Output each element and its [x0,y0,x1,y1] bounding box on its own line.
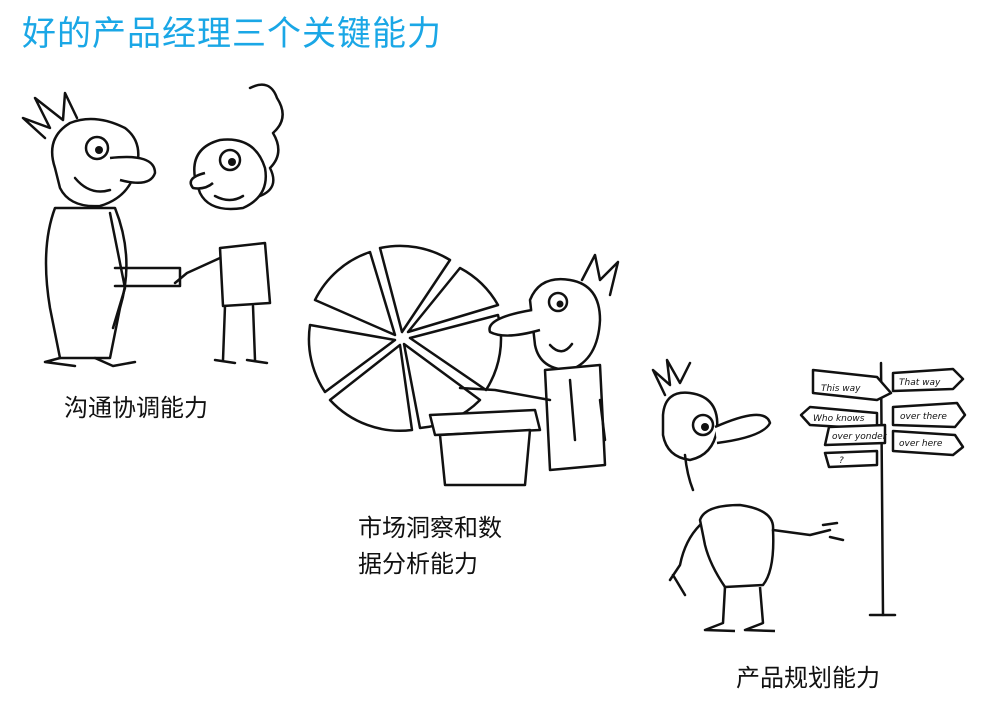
sign-over-there: over there [900,412,947,422]
sign-question-mark: ? [839,456,844,466]
ability-market-insight-line1: 市场洞察和数 [358,514,502,542]
ability-communication-label: 沟通协调能力 [64,394,208,422]
presenter-pie-illustration [300,240,640,490]
sign-boards: This way That way Who knows over there o… [801,369,965,467]
sign-that-way: That way [899,378,941,388]
slide-title: 好的产品经理三个关键能力 [22,14,442,54]
signpost-illustration: This way That way Who knows over there o… [645,355,975,635]
ability-market-insight-label: 市场洞察和数 据分析能力 [358,510,502,582]
sign-who-knows: Who knows [813,414,865,424]
ability-product-planning-label: 产品规划能力 [736,664,880,692]
sign-over-here: over here [899,439,943,449]
ability-market-insight-line2: 据分析能力 [358,550,478,578]
sign-over-yonder: over yonder [832,432,888,442]
handshake-illustration [15,78,285,368]
sign-this-way: This way [821,384,861,394]
